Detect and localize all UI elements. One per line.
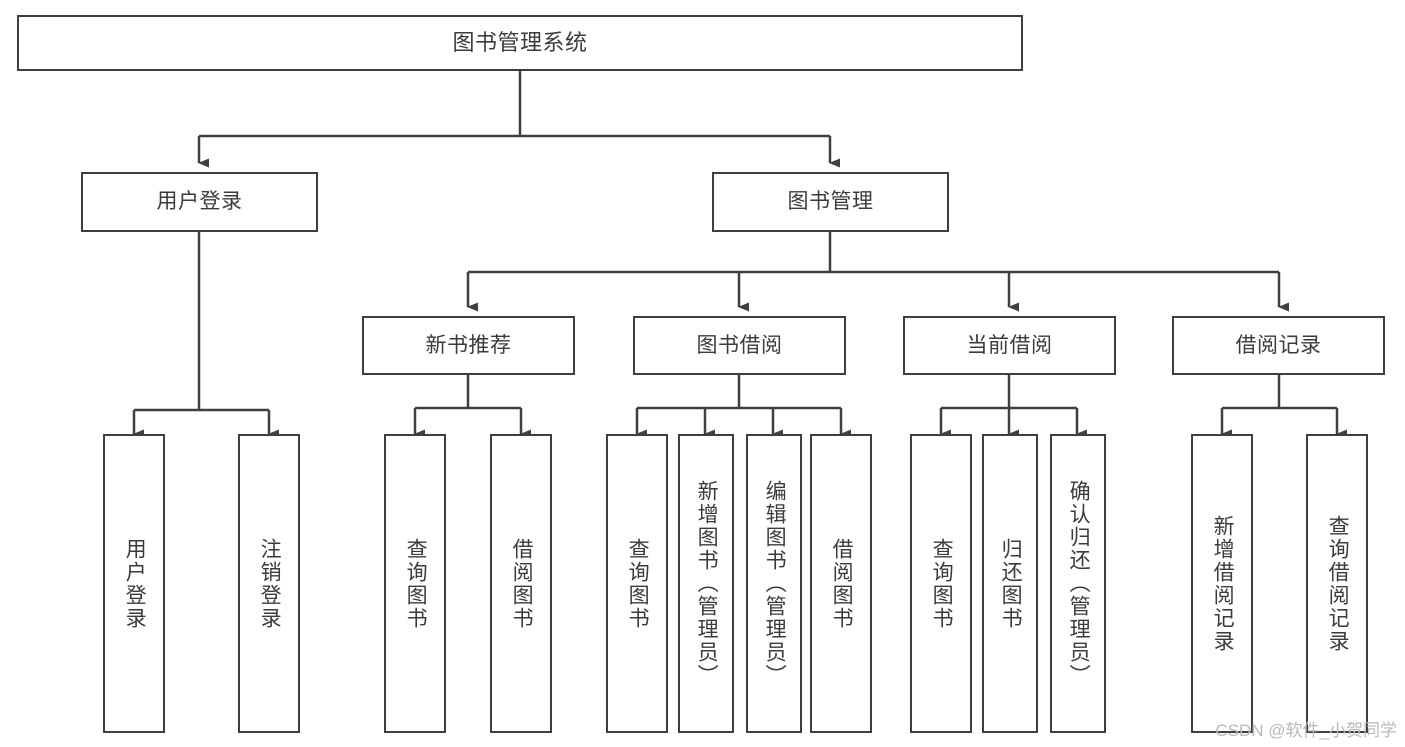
leaf-add-book-admin[interactable]: 新增图书（管理员）: [678, 434, 734, 733]
leaf-user-login[interactable]: 用户登录: [103, 434, 165, 733]
node-borrow-record[interactable]: 借阅记录: [1172, 316, 1385, 375]
leaf-query-book-current[interactable]: 查询图书: [910, 434, 972, 733]
node-book-manage-label: 图书管理: [787, 190, 874, 214]
node-new-book-recommend-label: 新书推荐: [425, 333, 512, 357]
leaf-confirm-return-admin[interactable]: 确认归还（管理员）: [1050, 434, 1106, 733]
leaf-borrow-book-recommend-label: 借阅图书: [510, 537, 534, 630]
leaf-add-borrow-record-label: 新增借阅记录: [1211, 514, 1235, 653]
leaf-borrow-book-recommend[interactable]: 借阅图书: [490, 434, 552, 733]
watermark: CSDN @软件_小贺同学: [1215, 721, 1397, 740]
leaf-query-book-current-label: 查询图书: [930, 537, 954, 630]
leaf-query-book-label: 查询图书: [626, 537, 650, 630]
leaf-edit-book-admin-label: 编辑图书（管理员）: [763, 480, 787, 687]
leaf-return-book[interactable]: 归还图书: [982, 434, 1038, 733]
node-user-login[interactable]: 用户登录: [81, 172, 318, 232]
node-user-login-label: 用户登录: [156, 190, 243, 214]
leaf-add-borrow-record[interactable]: 新增借阅记录: [1191, 434, 1253, 733]
node-book-manage[interactable]: 图书管理: [712, 172, 949, 232]
leaf-confirm-return-admin-label: 确认归还（管理员）: [1067, 480, 1091, 687]
leaf-user-login-label: 用户登录: [123, 537, 147, 630]
node-current-borrow-label: 当前借阅: [966, 333, 1053, 357]
leaf-add-book-admin-label: 新增图书（管理员）: [695, 480, 719, 687]
leaf-query-book-recommend-label: 查询图书: [404, 537, 428, 630]
node-book-borrow-label: 图书借阅: [696, 333, 783, 357]
leaf-query-book[interactable]: 查询图书: [606, 434, 668, 733]
leaf-user-logout-label: 注销登录: [258, 537, 282, 630]
leaf-return-book-label: 归还图书: [999, 537, 1023, 630]
leaf-borrow-book[interactable]: 借阅图书: [810, 434, 872, 733]
node-new-book-recommend[interactable]: 新书推荐: [362, 316, 575, 375]
leaf-borrow-book-label: 借阅图书: [830, 537, 854, 630]
leaf-query-borrow-record[interactable]: 查询借阅记录: [1306, 434, 1368, 733]
node-root[interactable]: 图书管理系统: [17, 15, 1023, 71]
node-root-label: 图书管理系统: [452, 29, 588, 55]
leaf-edit-book-admin[interactable]: 编辑图书（管理员）: [746, 434, 802, 733]
leaf-user-logout[interactable]: 注销登录: [238, 434, 300, 733]
node-current-borrow[interactable]: 当前借阅: [903, 316, 1116, 375]
leaf-query-book-recommend[interactable]: 查询图书: [384, 434, 446, 733]
leaf-query-borrow-record-label: 查询借阅记录: [1326, 514, 1350, 653]
node-book-borrow[interactable]: 图书借阅: [633, 316, 846, 375]
node-borrow-record-label: 借阅记录: [1235, 333, 1322, 357]
